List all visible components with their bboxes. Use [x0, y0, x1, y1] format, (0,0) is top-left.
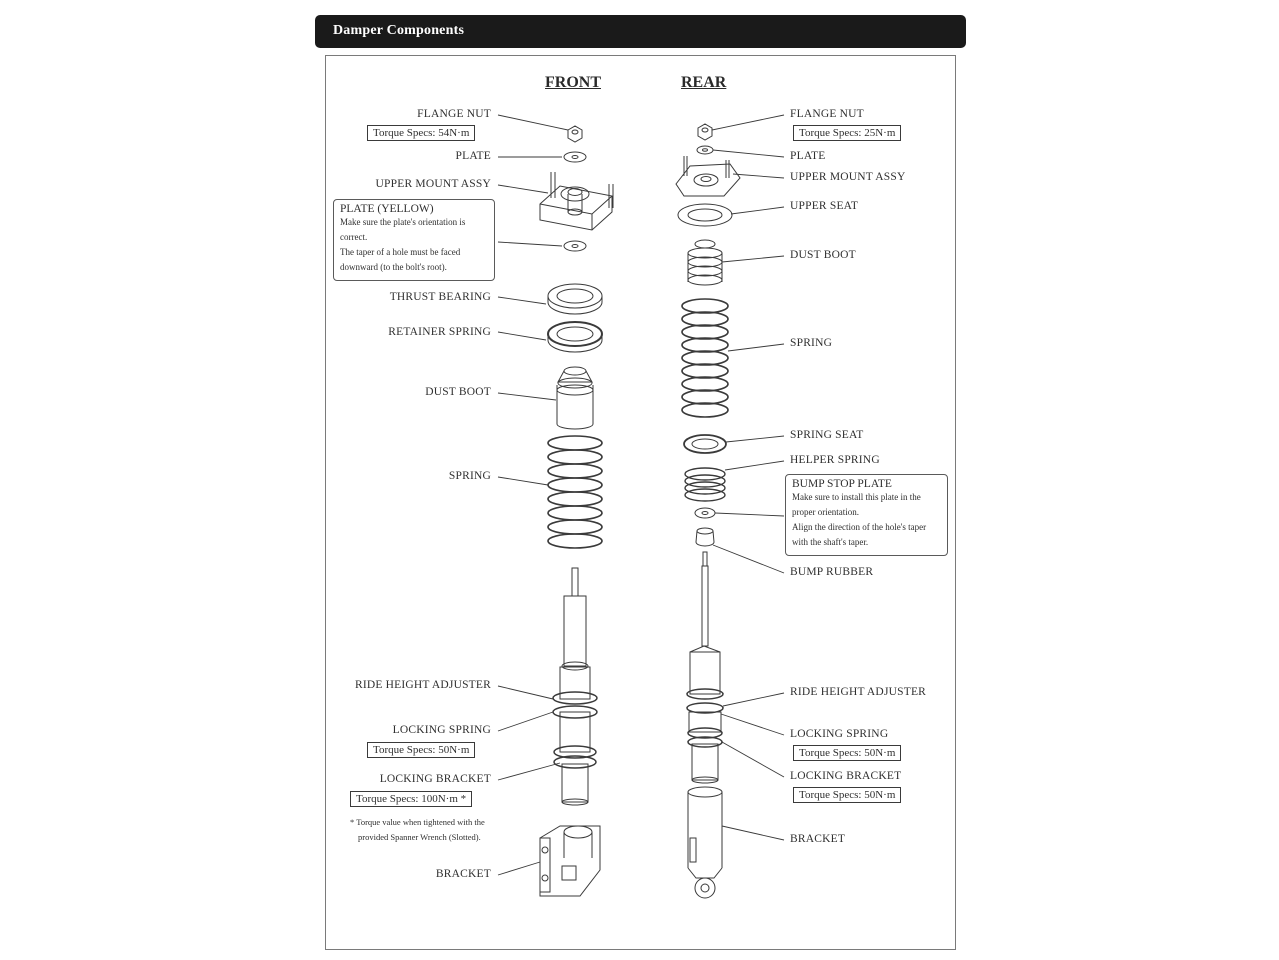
front-torque-locking-bracket: Torque Specs: 100N·m * — [350, 791, 473, 807]
front-label-retainer-spring: RETAINER SPRING — [388, 326, 491, 338]
front-leader-lines — [497, 114, 569, 876]
section-header: Damper Components — [315, 15, 966, 48]
rear-label-locking-spring: LOCKING SPRING — [790, 728, 889, 740]
plate-note-line: correct. — [340, 232, 368, 242]
rear-heading: REAR — [681, 74, 727, 91]
front-label-plate: PLATE — [455, 150, 491, 162]
front-label-upper-mount: UPPER MOUNT ASSY — [375, 178, 491, 190]
front-label-spring: SPRING — [448, 470, 491, 482]
front-label-bracket: BRACKET — [435, 868, 491, 880]
front-label-flange-nut: FLANGE NUT — [417, 108, 491, 120]
rear-leader-lines — [711, 114, 785, 841]
rear-label-ride-height-adjuster: RIDE HEIGHT ADJUSTER — [790, 686, 927, 698]
front-thrust-bearing — [547, 283, 603, 315]
rear-label-spring: SPRING — [790, 337, 833, 349]
rear-label-bump-rubber: BUMP RUBBER — [790, 566, 874, 578]
bump-stop-note-line: proper orientation. — [792, 507, 859, 517]
front-torque-flange-nut: Torque Specs: 54N·m — [367, 125, 476, 141]
front-bracket — [539, 825, 601, 897]
footnote-line: provided Spanner Wrench (Slotted). — [358, 832, 481, 842]
plate-note-line: The taper of a hole must be faced — [340, 247, 461, 257]
front-plate-note: PLATE (YELLOW) Make sure the plate's ori… — [333, 199, 495, 281]
rear-torque-flange-nut: Torque Specs: 25N·m — [793, 125, 902, 141]
rear-upper-mount — [675, 156, 741, 197]
footnote-line: * Torque value when tightened with the — [350, 817, 485, 827]
plate-note-title: PLATE (YELLOW) — [340, 203, 434, 215]
bump-stop-note-line: Align the direction of the hole's taper — [792, 522, 927, 532]
rear-label-spring-seat: SPRING SEAT — [790, 429, 864, 441]
front-flange-nut — [567, 125, 583, 143]
front-torque-locking-spring: Torque Specs: 50N·m — [367, 742, 476, 758]
rear-label-helper-spring: HELPER SPRING — [790, 454, 880, 466]
rear-label-locking-bracket: LOCKING BRACKET — [790, 770, 902, 782]
plate-note-line: Make sure the plate's orientation is — [340, 217, 466, 227]
rear-label-upper-mount: UPPER MOUNT ASSY — [790, 171, 906, 183]
diagram-frame — [325, 55, 956, 950]
rear-helper-spring — [684, 467, 726, 502]
rear-spring-seat — [683, 434, 727, 454]
front-label-locking-spring: LOCKING SPRING — [392, 724, 491, 736]
section-title: Damper Components — [333, 23, 465, 38]
rear-shock-body — [686, 551, 724, 784]
front-shock-body — [552, 567, 598, 806]
front-torque-footnote: * Torque value when tightened with the p… — [350, 815, 485, 845]
rear-plate — [696, 145, 714, 155]
front-dust-boot — [556, 366, 594, 430]
front-label-dust-boot: DUST BOOT — [425, 386, 491, 398]
bump-stop-note-line: Make sure to install this plate in the — [792, 492, 921, 502]
rear-bump-rubber — [695, 527, 715, 547]
rear-label-bracket: BRACKET — [790, 833, 846, 845]
bump-stop-note-line: with the shaft's taper. — [792, 537, 869, 547]
front-label-locking-bracket: LOCKING BRACKET — [379, 773, 491, 785]
rear-torque-locking-spring: Torque Specs: 50N·m — [793, 745, 902, 761]
front-label-thrust-bearing: THRUST BEARING — [389, 291, 491, 303]
front-plate-yellow — [563, 240, 587, 252]
front-retainer-spring — [547, 321, 603, 353]
front-spring — [547, 435, 603, 549]
front-plate — [563, 151, 587, 163]
rear-label-flange-nut: FLANGE NUT — [790, 108, 864, 120]
rear-bump-stop-plate — [694, 507, 716, 519]
rear-label-dust-boot: DUST BOOT — [790, 249, 856, 261]
rear-dust-boot — [687, 239, 723, 286]
front-label-ride-height-adjuster: RIDE HEIGHT ADJUSTER — [354, 679, 491, 691]
rear-bump-stop-note: BUMP STOP PLATE Make sure to install thi… — [785, 474, 948, 556]
rear-torque-locking-bracket: Torque Specs: 50N·m — [793, 787, 902, 803]
front-upper-mount — [539, 172, 614, 231]
rear-flange-nut — [697, 123, 713, 141]
rear-bracket — [687, 786, 723, 899]
rear-spring — [681, 298, 729, 418]
front-heading: FRONT — [545, 74, 601, 91]
bump-stop-note-title: BUMP STOP PLATE — [792, 478, 892, 490]
rear-upper-seat — [677, 203, 733, 227]
plate-note-line: downward (to the bolt's root). — [340, 262, 447, 272]
rear-label-plate: PLATE — [790, 150, 826, 162]
rear-label-upper-seat: UPPER SEAT — [790, 200, 859, 212]
